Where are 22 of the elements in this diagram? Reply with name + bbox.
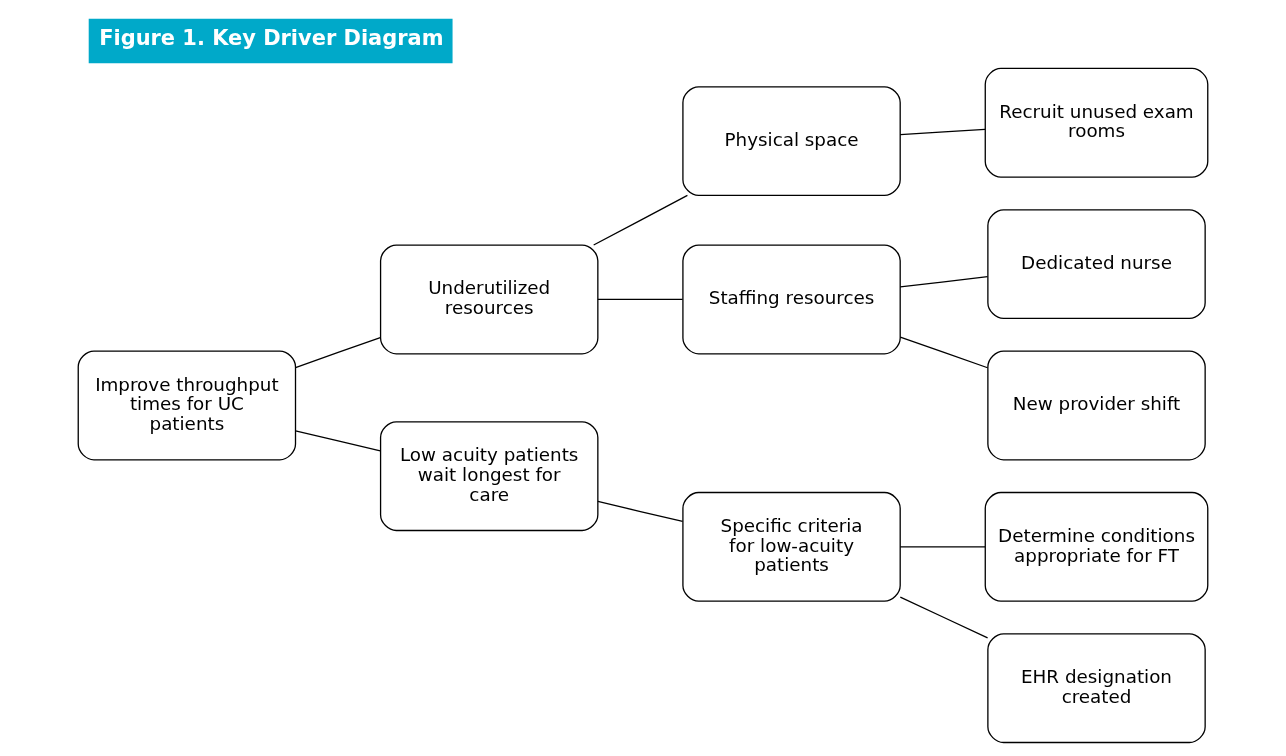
connector bbox=[593, 194, 689, 246]
node-box: Dedicated nurse bbox=[987, 209, 1206, 320]
connector bbox=[597, 298, 684, 301]
diagram-title: Figure 1. Key Driver Diagram bbox=[99, 25, 444, 50]
node-box: Physical space bbox=[682, 86, 901, 197]
node-box: Improve throughput times for UC patients bbox=[77, 350, 297, 461]
connector bbox=[294, 336, 381, 369]
node-box: Specific criteria for low-acuity patients bbox=[682, 491, 901, 602]
connector bbox=[899, 128, 986, 136]
connector bbox=[294, 430, 381, 452]
connector bbox=[899, 336, 989, 369]
connector bbox=[597, 500, 684, 523]
node-box: Staffing resources bbox=[682, 244, 901, 355]
node-box: New provider shift bbox=[987, 350, 1206, 461]
node-box: Recruit unused exam rooms bbox=[984, 67, 1209, 178]
connector bbox=[899, 596, 989, 639]
connector bbox=[899, 276, 989, 288]
node-box: EHR designation created bbox=[987, 633, 1206, 744]
node-box: Determine conditions appropriate for FT bbox=[984, 491, 1209, 602]
node-box: Low acuity patients wait longest for care bbox=[379, 421, 599, 532]
connector bbox=[899, 546, 986, 548]
node-box: Underutilized resources bbox=[379, 244, 599, 355]
